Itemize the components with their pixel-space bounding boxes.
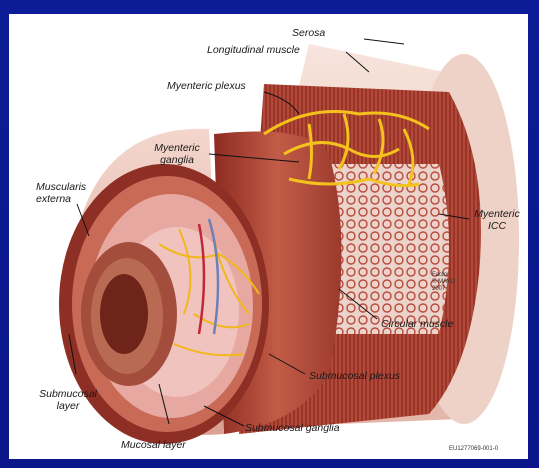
label-muscularis-externa-line2: externa — [36, 193, 86, 205]
label-muscularis-externa-line1: Muscularis — [36, 181, 86, 193]
label-myenteric-ganglia: Myenteric ganglia — [147, 142, 207, 166]
label-myenteric-ganglia-line2: ganglia — [147, 154, 207, 166]
label-circular-muscle: Circular muscle — [381, 318, 453, 330]
label-longitudinal-muscle: Longitudinal muscle — [207, 44, 300, 56]
label-myenteric-plexus: Myenteric plexus — [167, 80, 246, 92]
credit-line3: 2007 — [432, 286, 455, 293]
diagram-panel: Serosa Longitudinal muscle Myenteric ple… — [9, 14, 528, 459]
label-submucosal-ganglia: Submucosal ganglia — [245, 422, 340, 434]
label-myenteric-icc-line1: Myenteric — [469, 208, 525, 220]
label-submucosal-layer-line1: Submucosal — [33, 388, 103, 400]
label-myenteric-icc: Myenteric ICC — [469, 208, 525, 232]
label-submucosal-layer-line2: layer — [33, 400, 103, 412]
illustration-credit: Factor © MAYO 2007 — [432, 272, 455, 293]
label-myenteric-ganglia-line1: Myenteric — [147, 142, 207, 154]
label-serosa: Serosa — [292, 27, 325, 39]
credit-line1: Factor — [432, 272, 455, 279]
label-mucosal-layer: Mucosal layer — [121, 439, 186, 451]
label-muscularis-externa: Muscularis externa — [36, 181, 86, 205]
credit-line2: © MAYO — [432, 279, 455, 286]
label-submucosal-layer: Submucosal layer — [33, 388, 103, 412]
label-myenteric-icc-line2: ICC — [469, 220, 525, 232]
catalog-number: EU1277069-001-0 — [449, 446, 498, 453]
label-submucosal-plexus: Submucosal plexus — [309, 370, 400, 382]
